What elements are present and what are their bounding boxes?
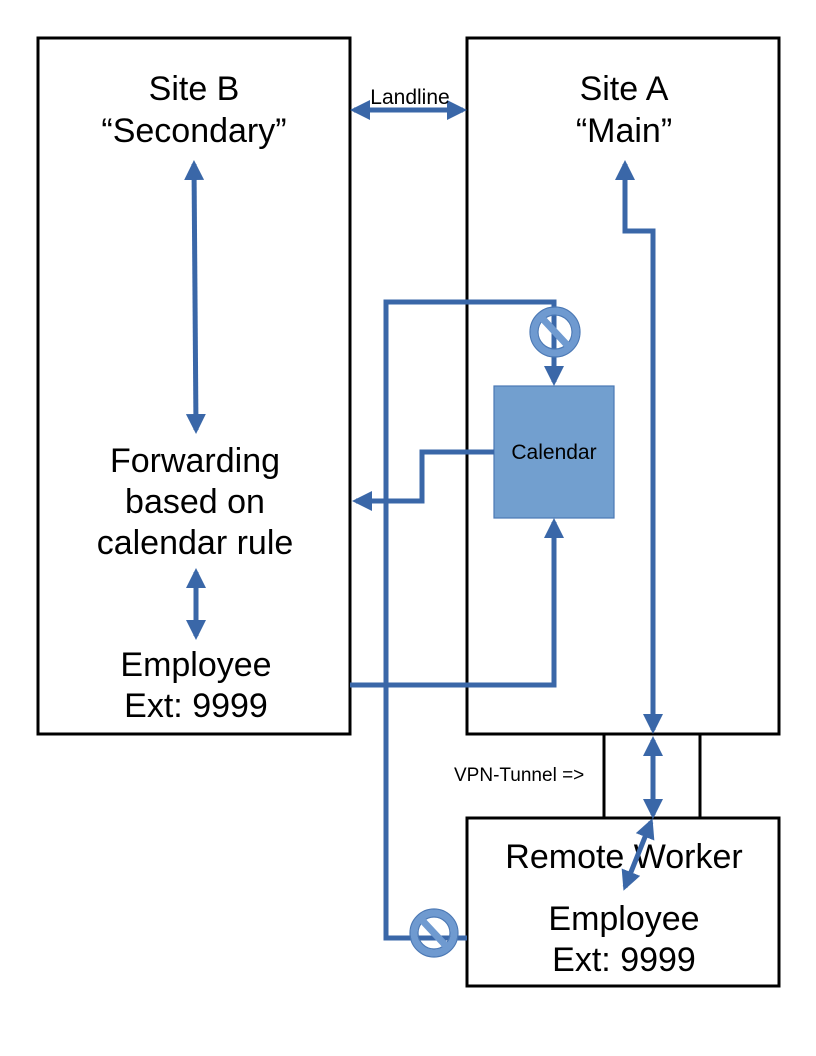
forwarding-line-2: based on	[125, 483, 265, 521]
vpn-to-remote-employee-arrow	[621, 818, 655, 891]
site-b-title: Site B	[149, 70, 240, 108]
calendar-box: Calendar	[493, 385, 615, 519]
forwarding-line-3: calendar rule	[97, 524, 294, 562]
site-a-subtitle: “Main”	[576, 112, 672, 150]
remote-worker-employee: Employee	[548, 900, 699, 938]
site-b-box: Site B “Secondary” Forwarding based on c…	[36, 36, 352, 736]
site-b-subtitle: “Secondary”	[101, 112, 286, 150]
landline-connection: Landline	[350, 86, 467, 120]
landline-label: Landline	[370, 86, 449, 109]
no-entry-icon	[529, 306, 581, 358]
employee-to-calendar-arrow	[350, 518, 564, 688]
site-a-title: Site A	[580, 70, 669, 108]
no-entry-icon	[409, 908, 459, 958]
forwarding-line-1: Forwarding	[110, 442, 280, 480]
calendar-label: Calendar	[511, 441, 596, 464]
vpn-tunnel-label: VPN-Tunnel =>	[454, 765, 584, 786]
site-b-extension: Ext: 9999	[124, 687, 268, 725]
calendar-to-forwarding-arrow	[352, 449, 494, 511]
remote-worker-extension: Ext: 9999	[552, 941, 696, 979]
site-b-to-forwarding-arrow	[184, 160, 206, 434]
vpn-tunnel-box: VPN-Tunnel =>	[454, 732, 702, 820]
site-b-employee: Employee	[120, 646, 271, 684]
remote-worker-title: Remote Worker	[505, 838, 742, 876]
site-a-vpn-arrow	[615, 160, 663, 734]
remote-worker-box: Remote Worker Employee Ext: 9999	[465, 816, 781, 988]
